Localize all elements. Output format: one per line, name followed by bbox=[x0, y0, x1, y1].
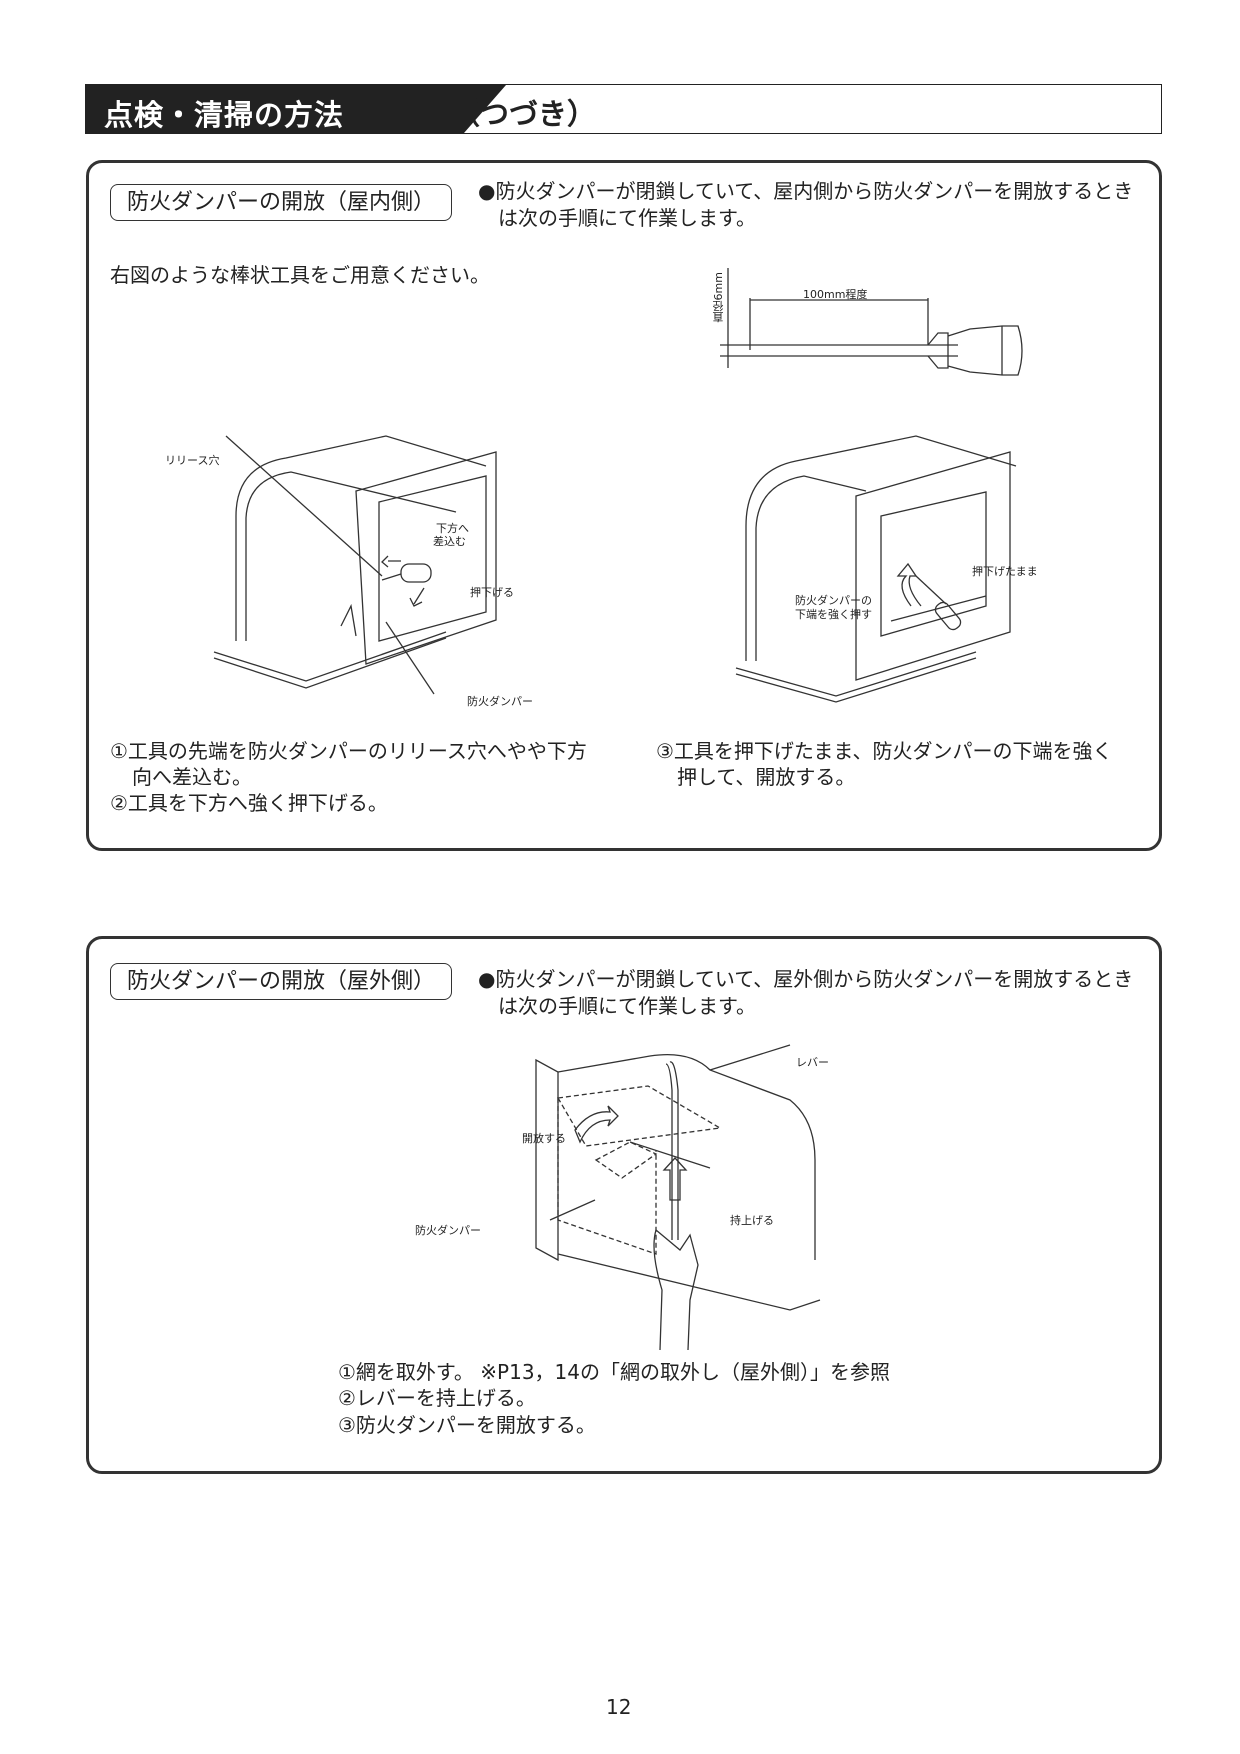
header-title: 点検・清掃の方法 bbox=[104, 98, 345, 132]
tool-length-label: 100mm程度 bbox=[803, 288, 868, 301]
indoor-intro-line1: ●防火ダンパーが閉鎖していて、屋内側から防火ダンパーを開放するとき bbox=[478, 179, 1134, 203]
insert-down-label-2: 差込む bbox=[433, 535, 466, 548]
push-damper-illustration bbox=[735, 435, 1017, 703]
tool-note: 右図のような棒状工具をご用意ください。 bbox=[110, 263, 490, 287]
tool-diameter-label: 直径6mm bbox=[712, 272, 725, 323]
indoor-section-label: 防火ダンパーの開放（屋内側） bbox=[110, 184, 452, 221]
outdoor-intro-line1: ●防火ダンパーが閉鎖していて、屋外側から防火ダンパーを開放するとき bbox=[478, 967, 1134, 991]
insert-down-label-1: 下方へ bbox=[436, 522, 469, 535]
insert-tool-illustration bbox=[213, 435, 497, 695]
step-1: ①工具の先端を防火ダンパーのリリース穴へやや下方 bbox=[110, 739, 587, 763]
outdoor-section-box bbox=[86, 936, 1162, 1474]
step-2: ②工具を下方へ強く押下げる。 bbox=[110, 791, 388, 815]
section-header: 点検・清掃の方法 （つづき） bbox=[85, 84, 1162, 134]
outdoor-step-2: ②レバーを持上げる。 bbox=[338, 1386, 536, 1410]
step-3-cont: 押して、開放する。 bbox=[677, 765, 856, 789]
header-black-band bbox=[86, 85, 506, 133]
indoor-intro-line2: は次の手順にて作業します。 bbox=[498, 206, 756, 230]
outdoor-step-3: ③防火ダンパーを開放する。 bbox=[338, 1413, 596, 1437]
header-continued: （つづき） bbox=[451, 97, 597, 131]
step-1-cont: 向へ差込む。 bbox=[132, 765, 252, 789]
outdoor-damper-label: 防火ダンパー bbox=[415, 1224, 481, 1237]
lever-lift-illustration bbox=[535, 1044, 821, 1351]
step-3: ③工具を押下げたまま、防火ダンパーの下端を強く bbox=[656, 739, 1113, 763]
outdoor-section-label: 防火ダンパーの開放（屋外側） bbox=[110, 963, 452, 1000]
outdoor-intro-line2: は次の手順にて作業します。 bbox=[498, 994, 756, 1018]
push-down-label: 押下げる bbox=[470, 586, 514, 599]
lift-label: 持上げる bbox=[730, 1214, 774, 1227]
open-label: 開放する bbox=[522, 1132, 566, 1145]
outdoor-step-1: ①網を取外す。 ※P13，14の「網の取外し（屋外側）」を参照 bbox=[338, 1360, 891, 1384]
page-number: 12 bbox=[606, 1695, 632, 1719]
indoor-section-box bbox=[86, 160, 1162, 851]
push-bottom-label-2: 下端を強く押す bbox=[795, 608, 872, 621]
keep-pushed-label: 押下げたまま bbox=[972, 565, 1038, 578]
lever-label: レバー bbox=[796, 1056, 829, 1069]
release-hole-label: リリース穴 bbox=[165, 454, 220, 467]
push-bottom-label-1: 防火ダンパーの bbox=[795, 594, 872, 607]
damper-label: 防火ダンパー bbox=[467, 695, 533, 708]
tool-diagram bbox=[720, 268, 1023, 376]
